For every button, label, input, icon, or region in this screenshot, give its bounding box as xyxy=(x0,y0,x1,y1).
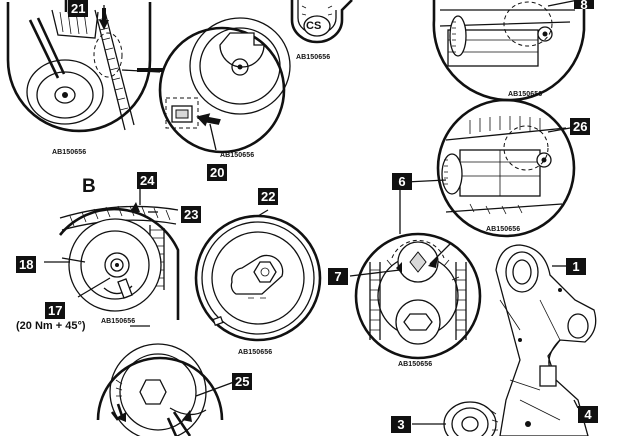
engine-timing-cover xyxy=(495,244,597,436)
callout-7: 7 xyxy=(328,268,348,285)
callout-6: 6 xyxy=(392,173,412,190)
callout-17: 17 xyxy=(45,302,66,319)
crankshaft-belt-fragment xyxy=(290,0,353,44)
figure-code: AB150656 xyxy=(220,152,255,159)
callout-4: 4 xyxy=(578,406,598,423)
callout-26: 26 xyxy=(570,118,591,135)
figure-code: AB150656 xyxy=(398,361,433,368)
cs-mark: CS xyxy=(306,20,322,32)
section-b-tensioner xyxy=(44,185,180,320)
figure-code: AB150656 xyxy=(508,91,543,98)
detail-tensioner-top-left xyxy=(0,0,160,133)
detail-camshaft-top-right xyxy=(432,0,586,102)
callout-24: 24 xyxy=(137,172,158,189)
figure-code: AB150656 xyxy=(296,54,331,61)
torque-spec: (20 Nm + 45°) xyxy=(16,320,86,332)
section-label-b: B xyxy=(82,176,96,197)
callout-8: 8 xyxy=(574,0,594,11)
callout-21: 21 xyxy=(68,0,89,17)
figure-code: AB150656 xyxy=(101,318,136,325)
crank-pulley-3 xyxy=(412,401,499,436)
callout-20: 20 xyxy=(207,164,228,181)
callout-1: 1 xyxy=(566,258,586,275)
callout-22: 22 xyxy=(258,188,279,205)
detail-camshaft-right-middle xyxy=(436,98,576,238)
pulley-22 xyxy=(194,209,322,342)
figure-code: AB150656 xyxy=(238,349,273,356)
figure-code: AB150656 xyxy=(486,226,521,233)
detail-crank-sprocket xyxy=(349,179,482,360)
detail-alignment-mark xyxy=(158,17,291,154)
figure-code: AB150656 xyxy=(52,149,87,156)
callout-3: 3 xyxy=(391,416,411,433)
callout-18: 18 xyxy=(16,256,37,273)
callout-25: 25 xyxy=(232,373,253,390)
callout-23: 23 xyxy=(181,206,202,223)
detail-tensioner-bottom xyxy=(96,325,235,436)
